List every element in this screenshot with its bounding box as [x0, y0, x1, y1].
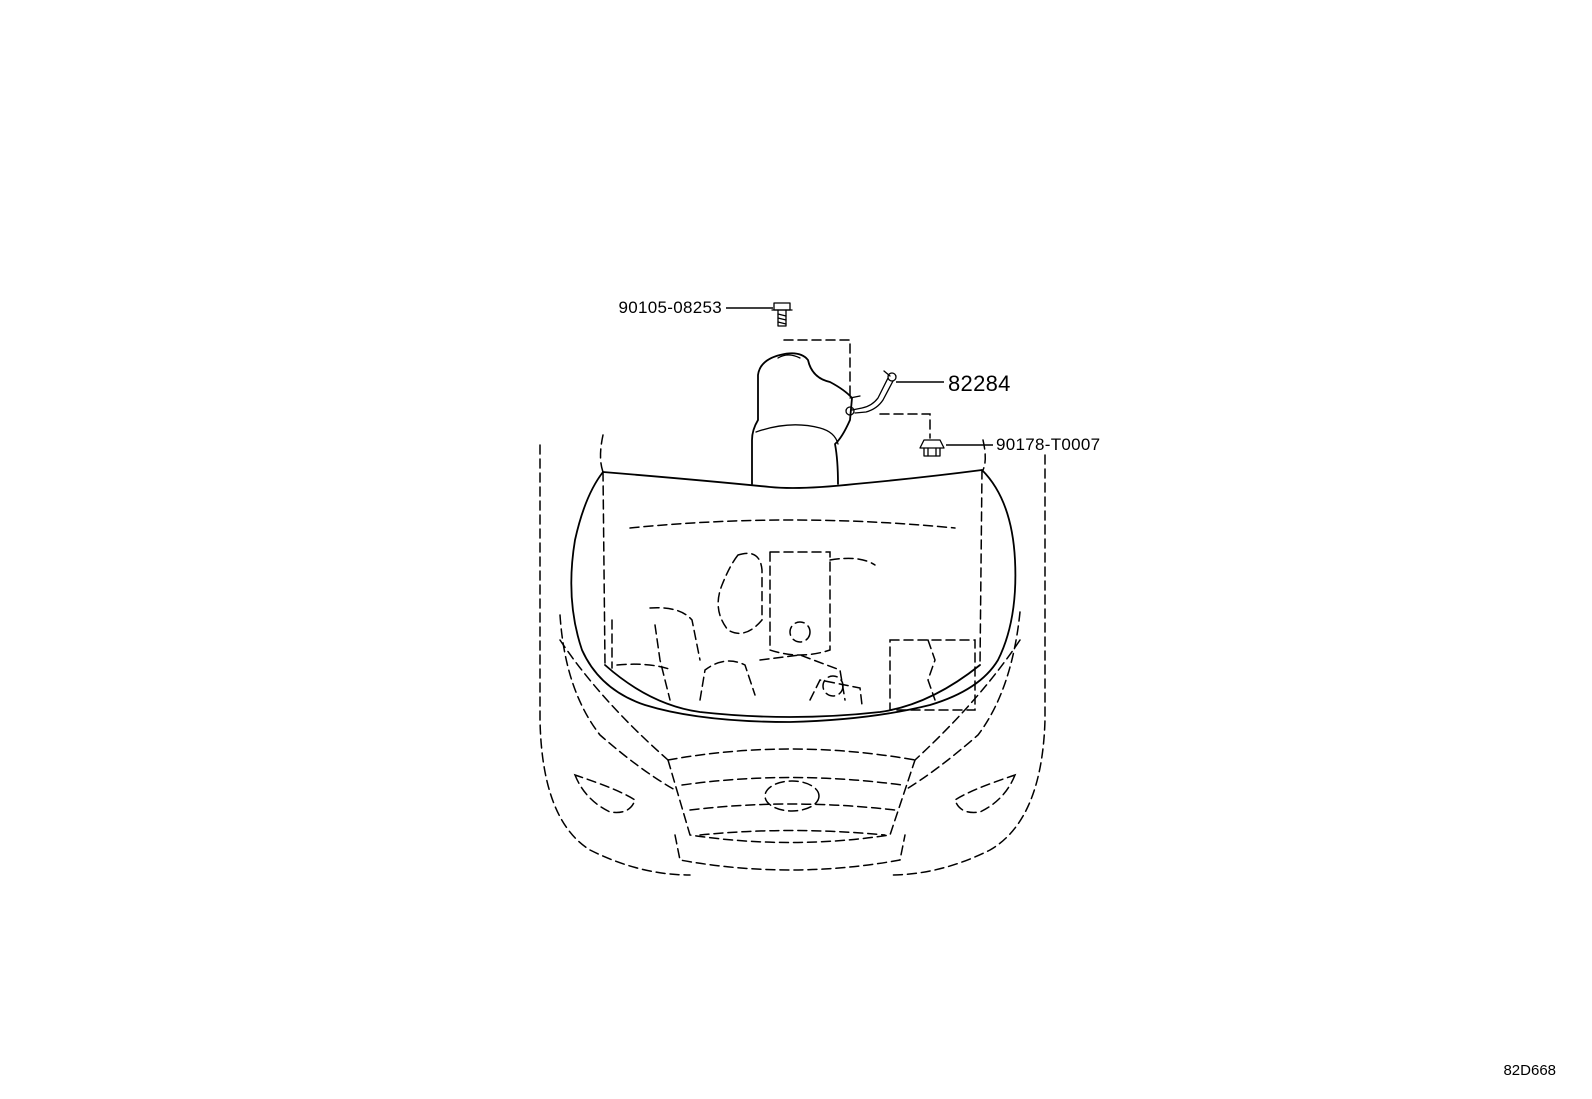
part-number-nut: 90178-T0007 [996, 435, 1100, 454]
part-number-bolt: 90105-08253 [618, 298, 722, 317]
vehicle-outline [539, 434, 1046, 876]
wire-harness-clamp-icon [845, 370, 897, 416]
washer-reservoir [751, 352, 861, 485]
part-number-clamp: 82284 [948, 371, 1011, 396]
flange-nut-icon [919, 439, 945, 457]
engine-hood [570, 469, 1017, 723]
illustration-reference-code: 82D668 [1503, 1062, 1556, 1079]
flange-bolt-icon [771, 302, 793, 327]
assembly-leader-lines [783, 339, 931, 439]
engine-bay [611, 551, 976, 711]
